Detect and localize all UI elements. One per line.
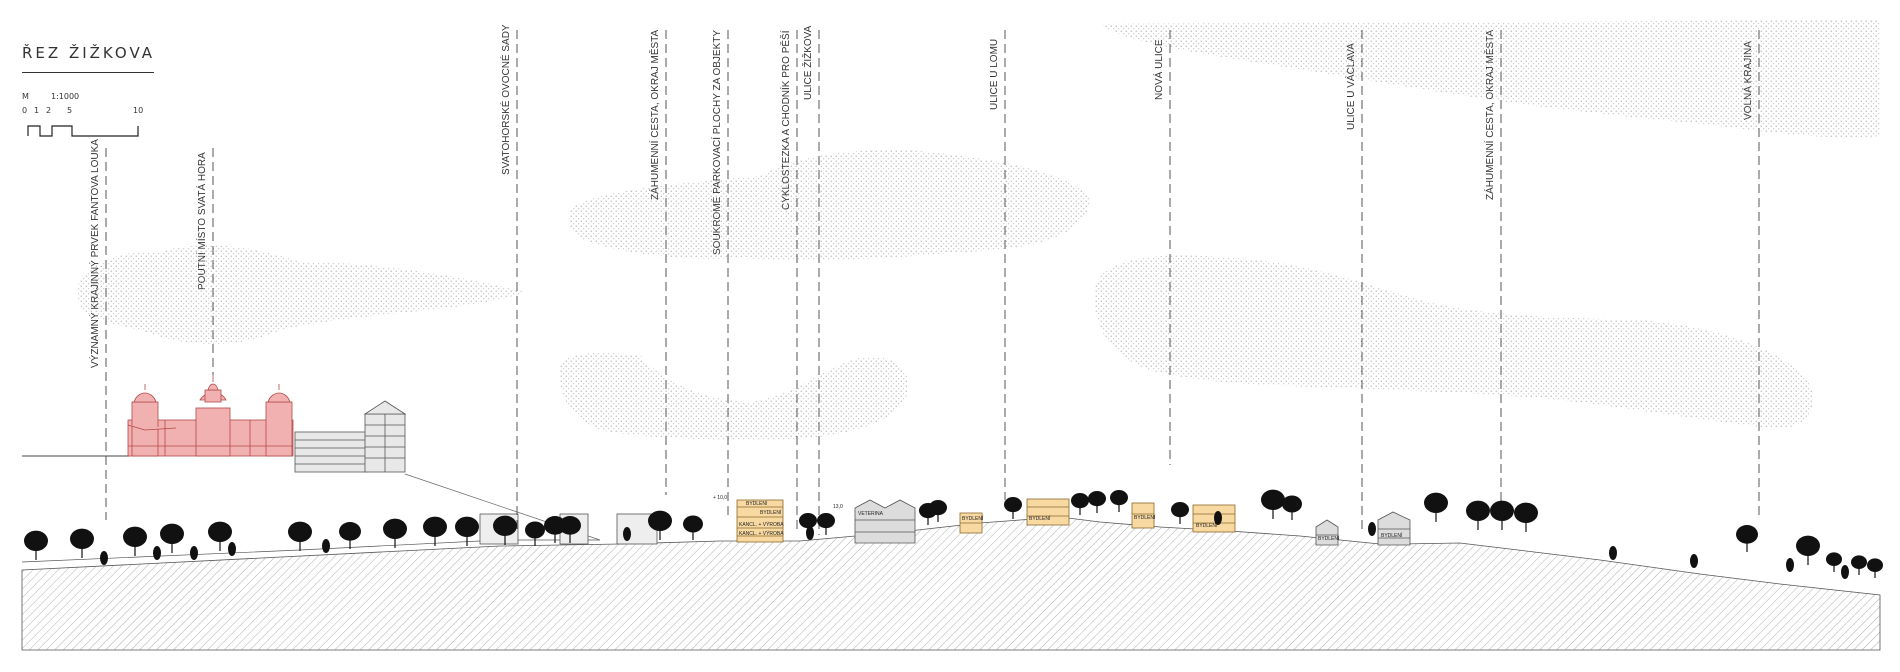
tree: [929, 499, 947, 522]
dotted-area: [568, 149, 1090, 260]
scale-bar: [27, 125, 139, 137]
scale-ratio: 1:1000: [51, 92, 80, 101]
tree: [683, 515, 703, 540]
dotted-sky-areas: [76, 20, 1880, 440]
mixed-use-building: [736, 499, 784, 543]
scale-tick-label: 10: [133, 106, 144, 115]
height-mark: + 10,0: [713, 495, 727, 501]
small-tree: [1609, 546, 1617, 560]
church-svata-hora: [127, 374, 294, 457]
building-label: BYDLENÍ: [1134, 514, 1156, 521]
tree: [160, 523, 184, 553]
tree: [648, 510, 672, 540]
section-dashed-lines: [105, 30, 1760, 535]
drawing-title: ŘEZ ŽIŽKOVA: [22, 44, 156, 62]
building-label: VETERINA: [858, 511, 884, 517]
tree: [525, 521, 545, 546]
tree: [1282, 495, 1302, 520]
tree: [208, 521, 232, 551]
small-tree: [153, 546, 161, 560]
tree: [1261, 489, 1285, 519]
grey-buildings: [294, 400, 658, 545]
small-tree: [100, 551, 108, 565]
tree: [1851, 555, 1867, 575]
building-label: BYDLENÍ: [746, 500, 768, 507]
small-tree: [1786, 558, 1794, 572]
tree: [1171, 501, 1189, 524]
building-label: BYDLENÍ: [760, 509, 782, 516]
tree: [423, 516, 447, 546]
ground-hatch: [21, 516, 1881, 651]
trees: [24, 489, 1883, 579]
scale-tick-label: 5: [67, 106, 73, 115]
tree: [559, 516, 581, 543]
building-label: BYDLENÍ: [1318, 535, 1340, 542]
tree: [1490, 500, 1514, 530]
building-label: BYDLENÍ: [1381, 532, 1403, 539]
building-label: KANCL. + VÝROBA: [739, 521, 784, 528]
road-line: [21, 539, 600, 563]
tree: [1424, 492, 1448, 522]
building-label: BYDLENÍ: [1196, 522, 1218, 529]
small-tree: [1690, 554, 1698, 568]
small-tree: [1841, 565, 1849, 579]
title-underline: [22, 72, 154, 73]
scale-tick-label: 2: [46, 106, 52, 115]
tree: [1796, 535, 1820, 565]
small-tree: [190, 546, 198, 560]
tree: [817, 512, 835, 535]
veterinary-building: [854, 499, 916, 544]
tree: [383, 518, 407, 548]
small-tree: [806, 526, 814, 540]
housing-blocks: [959, 498, 1236, 534]
tree: [1110, 489, 1128, 512]
tree: [24, 530, 48, 560]
tree: [123, 526, 147, 556]
scale-prefix: M: [22, 92, 29, 101]
small-tree: [228, 542, 236, 556]
tree: [1826, 552, 1842, 572]
tree: [455, 516, 479, 546]
tree: [1514, 502, 1538, 532]
dotted-area: [1100, 20, 1880, 138]
tree: [493, 515, 517, 545]
height-mark: 13,0: [833, 504, 843, 510]
tree: [1466, 500, 1490, 530]
tree: [1004, 496, 1022, 519]
dotted-area: [1094, 255, 1814, 429]
building-label: BYDLENÍ: [962, 515, 984, 522]
tree: [1867, 558, 1883, 578]
dotted-area: [559, 353, 908, 440]
dotted-area: [76, 245, 526, 344]
tree: [339, 522, 361, 549]
building-label: BYDLENÍ: [1029, 515, 1051, 522]
tree: [70, 528, 94, 558]
grey-houses: [1315, 511, 1411, 546]
scale-tick-label: 0: [22, 106, 28, 115]
building-label: KANCL. + VÝROBA: [739, 530, 784, 537]
tree: [288, 521, 312, 551]
small-tree: [1368, 522, 1376, 536]
scale-tick-label: 1: [34, 106, 40, 115]
small-tree: [623, 527, 631, 541]
tree: [1088, 490, 1106, 513]
small-tree: [322, 539, 330, 553]
tree: [1736, 525, 1758, 552]
tree: [1071, 492, 1089, 515]
small-tree: [1214, 511, 1222, 525]
